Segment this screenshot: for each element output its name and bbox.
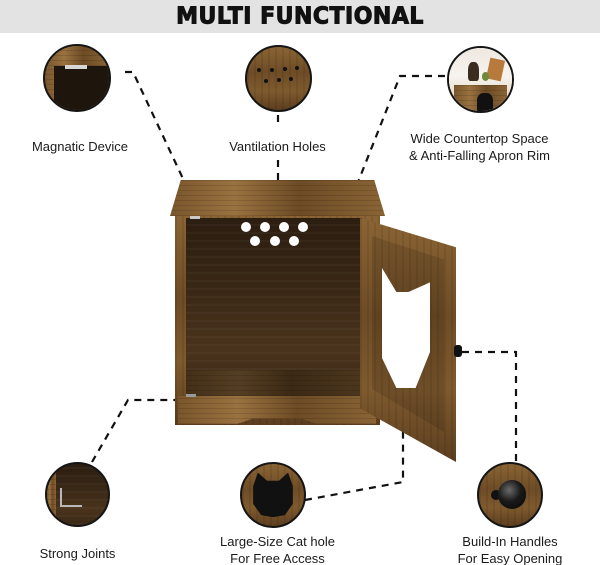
bracket-icon xyxy=(60,488,83,507)
cabinet-countertop xyxy=(170,180,385,216)
cat-hole-photo xyxy=(240,462,306,528)
vent-hole xyxy=(260,222,270,232)
vent-hole xyxy=(298,222,308,232)
countertop-photo xyxy=(447,46,514,113)
feature-label-countertop: Wide Countertop Space & Anti-Falling Apr… xyxy=(409,131,550,163)
feature-label-joints: Strong Joints xyxy=(39,546,116,561)
joint-bracket xyxy=(186,394,196,397)
magnet-plate xyxy=(190,216,200,219)
feature-label-ventilation: Vantilation Holes xyxy=(229,139,326,154)
vent-hole xyxy=(289,236,299,246)
feature-label-cathole: Large-Size Cat hole For Free Access xyxy=(220,534,335,565)
plant-icon xyxy=(481,71,490,81)
banner-title: MULTI FUNCTIONAL xyxy=(176,3,424,30)
feature-label-handles: Build-In Handles For Easy Opening xyxy=(457,534,563,565)
lamp-icon xyxy=(467,61,480,81)
magnetic-device-photo xyxy=(43,44,111,112)
ventilation-holes-photo xyxy=(245,45,312,112)
header-banner: MULTI FUNCTIONAL xyxy=(0,0,600,33)
handles-photo xyxy=(477,462,543,528)
vent-hole xyxy=(241,222,251,232)
cat-head-icon xyxy=(253,472,293,518)
magnet-icon xyxy=(65,65,88,70)
door-knob-icon xyxy=(454,345,462,357)
vent-hole xyxy=(279,222,289,232)
strong-joints-photo xyxy=(45,462,110,527)
vent-hole xyxy=(270,236,280,246)
cabinet-interior xyxy=(186,218,362,394)
knob-icon xyxy=(497,480,527,509)
cabinet-floor xyxy=(186,370,362,396)
vent-hole xyxy=(250,236,260,246)
feature-label-magnetic: Magnatic Device xyxy=(31,139,129,154)
